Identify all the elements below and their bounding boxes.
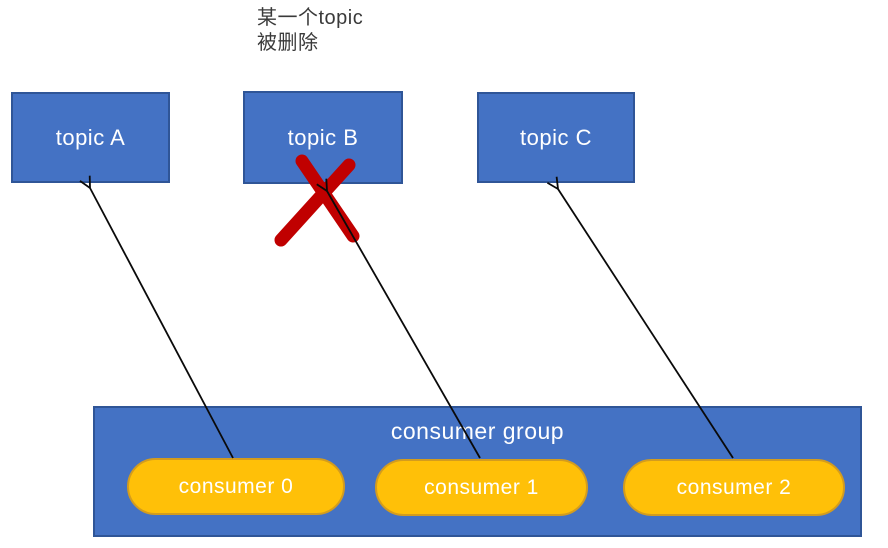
consumer-2-pill: consumer 2 — [623, 459, 845, 516]
topic-a-label: topic A — [55, 124, 126, 150]
consumer-2-label: consumer 2 — [676, 475, 792, 499]
topic-c-label: topic C — [520, 124, 592, 150]
topic-b-label: topic B — [287, 124, 359, 150]
consumer-0-pill: consumer 0 — [127, 458, 345, 515]
topic-c-box: topic C — [477, 92, 635, 183]
consumer-group-label: consumer group — [390, 418, 565, 444]
topic-a-box: topic A — [11, 92, 170, 183]
consumer-1-label: consumer 1 — [424, 475, 539, 499]
consumer-1-pill: consumer 1 — [375, 459, 588, 516]
topic-b-box: topic B — [243, 91, 403, 184]
consumer-0-label: consumer 0 — [178, 474, 294, 498]
annotation-line-2: 被删除 — [257, 32, 319, 54]
annotation-line-1: 某一个topic — [257, 7, 364, 29]
annotation-topic-deleted: 某一个topic 被删除 — [257, 6, 363, 56]
